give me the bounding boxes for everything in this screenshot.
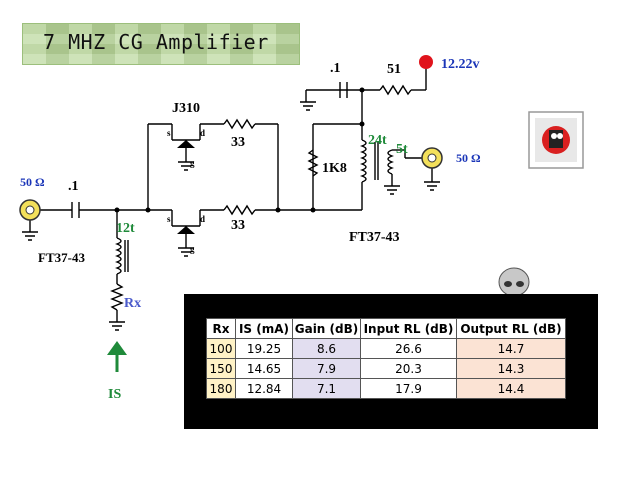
input-connector (19, 199, 41, 221)
results-table: Rx IS (mA) Gain (dB) Input RL (dB) Outpu… (206, 318, 566, 399)
input-turns-label: 12t (116, 221, 135, 236)
output-secondary-turns-label: 5t (396, 142, 408, 157)
header-output-rl: Output RL (dB) (456, 318, 566, 339)
table-header-row: Rx IS (mA) Gain (dB) Input RL (dB) Outpu… (206, 318, 566, 339)
shunt-resistor-label: 1K8 (322, 161, 347, 176)
transistor-label: J310 (172, 101, 200, 116)
table-row: 180 12.84 7.1 17.9 14.4 (206, 378, 566, 399)
input-impedance-label: 50 Ω (20, 175, 45, 189)
cell-is: 19.25 (235, 338, 293, 359)
header-gain: Gain (dB) (292, 318, 361, 339)
supply-dot (419, 55, 433, 69)
source-resistor-bottom-label: 33 (231, 218, 245, 233)
pin-d-top: d (200, 128, 205, 138)
cell-gain: 7.9 (292, 358, 361, 379)
cell-output-rl: 14.3 (456, 358, 566, 379)
output-core-label: FT37-43 (349, 230, 400, 245)
logo-icon (528, 111, 584, 169)
skull-icon (498, 267, 530, 297)
pin-g-bottom: g (190, 244, 195, 254)
input-cap-label: .1 (68, 179, 79, 194)
cell-gain: 8.6 (292, 338, 361, 359)
cell-is: 12.84 (235, 378, 293, 399)
output-connector (421, 147, 443, 169)
cell-rx: 100 (206, 338, 236, 359)
cell-rx: 180 (206, 378, 236, 399)
table-row: 150 14.65 7.9 20.3 14.3 (206, 358, 566, 379)
header-input-rl: Input RL (dB) (360, 318, 457, 339)
source-resistor-top-label: 33 (231, 135, 245, 150)
header-rx: Rx (206, 318, 236, 339)
pin-g-top: g (190, 158, 195, 168)
header-is: IS (mA) (235, 318, 293, 339)
supply-resistor-label: 51 (387, 62, 401, 77)
cell-input-rl: 26.6 (360, 338, 457, 359)
pin-s-top: s (167, 128, 171, 138)
output-impedance-label: 50 Ω (456, 151, 481, 165)
output-primary-turns-label: 24t (368, 133, 387, 148)
input-core-label: FT37-43 (38, 250, 85, 265)
table-row: 100 19.25 8.6 26.6 14.7 (206, 338, 566, 359)
cell-input-rl: 20.3 (360, 358, 457, 379)
cell-rx: 150 (206, 358, 236, 379)
supply-voltage-label: 12.22v (441, 57, 480, 72)
pin-s-bottom: s (167, 214, 171, 224)
current-arrow (107, 341, 127, 372)
cell-is: 14.65 (235, 358, 293, 379)
cell-gain: 7.1 (292, 378, 361, 399)
title-banner: 7 MHZ CG Amplifier (22, 23, 300, 65)
cell-output-rl: 14.7 (456, 338, 566, 359)
cell-output-rl: 14.4 (456, 378, 566, 399)
page-title: 7 MHZ CG Amplifier (43, 30, 269, 54)
current-label: IS (108, 387, 121, 402)
bypass-cap-label: .1 (330, 61, 341, 76)
bias-resistor-label: Rx (124, 296, 141, 311)
cell-input-rl: 17.9 (360, 378, 457, 399)
pin-d-bottom: d (200, 214, 205, 224)
